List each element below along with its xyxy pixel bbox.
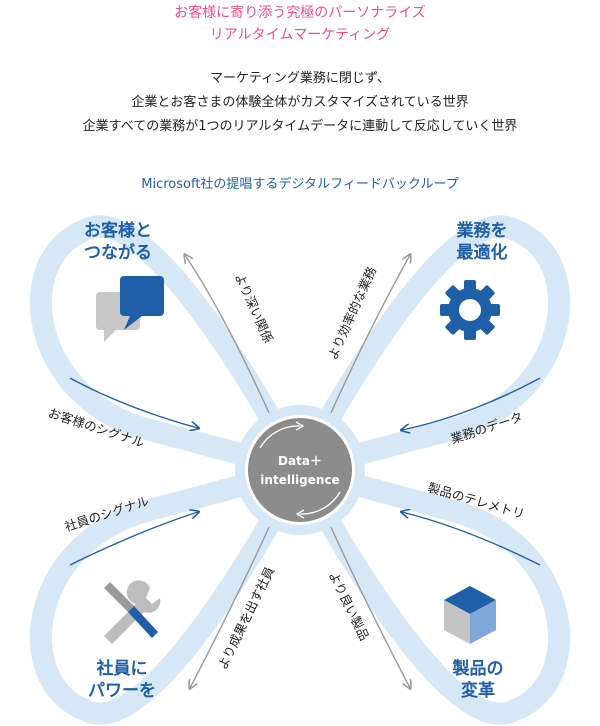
flow-label-deeper-relations: より深い関係 bbox=[232, 271, 276, 345]
employees-heading-line2: パワーを bbox=[88, 681, 156, 701]
petal-products bbox=[289, 459, 570, 725]
operations-heading-line2: 最適化 bbox=[457, 242, 508, 263]
petal-operations bbox=[289, 215, 570, 481]
petal-employees bbox=[30, 459, 311, 725]
chat-bubbles-icon bbox=[96, 276, 164, 342]
description-line1: マーケティング業務に閉じず、 bbox=[209, 71, 391, 86]
arrow-product-telemetry bbox=[402, 512, 541, 566]
products-heading-line2: 変革 bbox=[461, 680, 495, 701]
customers-heading-line2: つながる bbox=[84, 242, 152, 263]
headline-line1: お客様に寄り添う究極のパーソナライズ bbox=[174, 5, 426, 21]
wrench-screwdriver-icon bbox=[104, 580, 161, 644]
headline-line2: リアルタイムマーケティング bbox=[209, 27, 391, 43]
operations-heading-line1: 業務を bbox=[457, 220, 508, 241]
customers-heading-line1: お客様と bbox=[84, 220, 152, 241]
arrow-better-products bbox=[329, 524, 410, 688]
description-line2: 企業とお客さまの体験全体がカスタマイズされている世界 bbox=[131, 95, 469, 110]
arrow-operations-data bbox=[402, 377, 541, 430]
arrow-employee-signal bbox=[69, 512, 198, 566]
arrow-customer-signal bbox=[69, 377, 198, 428]
products-heading-line1: 製品の bbox=[452, 658, 504, 679]
employees-heading-line1: 社員に bbox=[96, 658, 148, 679]
arrow-efficient-ops bbox=[329, 255, 410, 416]
center-label-line2: intelligence bbox=[260, 473, 339, 487]
center-core: Data＋ intelligence bbox=[235, 405, 365, 535]
cube-icon bbox=[444, 586, 496, 644]
center-label-line1: Data＋ bbox=[278, 454, 322, 468]
arrow-deeper-relations bbox=[185, 255, 271, 416]
description-line3: 企業すべての業務が1つのリアルタイムデータに連動して反応していく世界 bbox=[82, 119, 518, 134]
petal-customers bbox=[30, 215, 311, 481]
arrow-more-output bbox=[190, 524, 271, 688]
loop-title: Microsoft社の提唱するデジタルフィードバックループ bbox=[141, 177, 459, 192]
gear-icon bbox=[440, 280, 500, 340]
